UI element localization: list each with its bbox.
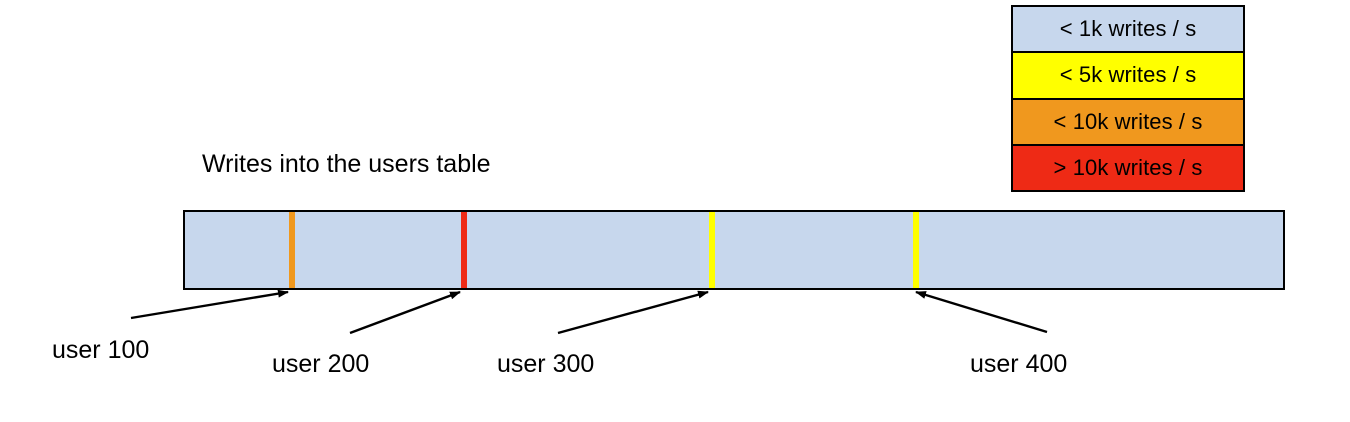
- callout-label-user-300: user 300: [497, 350, 595, 378]
- legend-label-under-5k: < 5k writes / s: [1059, 62, 1197, 88]
- legend-label-under-10k: < 10k writes / s: [1053, 108, 1203, 134]
- write-throughput-legend: < 1k writes / s < 5k writes / s < 10k wr…: [1011, 5, 1245, 192]
- marker-stripe-user-100: [289, 212, 295, 288]
- legend-row-under-10k: < 10k writes / s: [1013, 99, 1243, 146]
- legend-label-over-10k: > 10k writes / s: [1053, 154, 1203, 180]
- legend-label-under-1k: < 1k writes / s: [1059, 16, 1197, 42]
- callout-label-user-100: user 100: [52, 336, 150, 364]
- users-table-bar: [183, 210, 1285, 290]
- legend-row-under-5k: < 5k writes / s: [1013, 53, 1243, 100]
- callout-arrow-user-100: [130, 289, 289, 320]
- marker-stripe-user-400: [913, 212, 919, 288]
- callout-label-user-200: user 200: [272, 350, 370, 378]
- marker-stripe-user-300: [709, 212, 715, 288]
- marker-stripe-user-200: [461, 212, 467, 288]
- callout-arrow-user-200: [349, 290, 461, 335]
- legend-row-under-1k: < 1k writes / s: [1013, 7, 1243, 54]
- chart-title: Writes into the users table: [202, 150, 491, 178]
- callout-arrow-user-300: [557, 290, 709, 335]
- callout-arrow-user-400: [915, 290, 1048, 334]
- callout-label-user-400: user 400: [970, 350, 1068, 378]
- legend-row-over-10k: > 10k writes / s: [1013, 145, 1243, 190]
